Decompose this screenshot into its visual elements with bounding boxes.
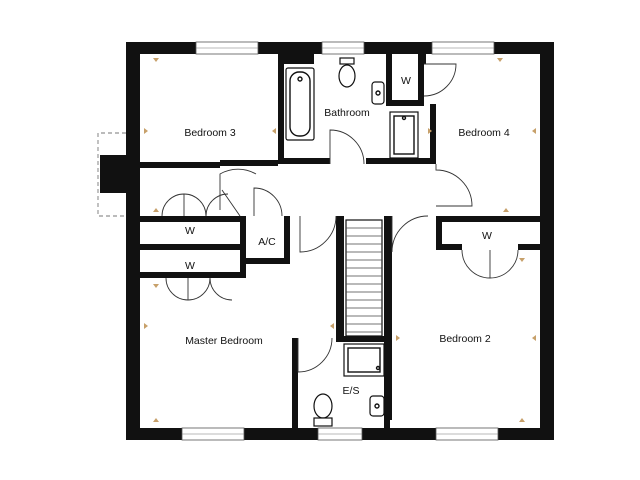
- dimension-marker: [144, 128, 148, 134]
- wall-ac-right: [284, 216, 290, 264]
- dimension-marker: [153, 58, 159, 62]
- wall-stair-left: [336, 216, 344, 342]
- label-bedroom-3: Bedroom 3: [184, 127, 236, 139]
- room-labels: Bedroom 3 Bathroom Bedroom 4 W W W A/C W…: [184, 75, 510, 397]
- wall-bath-left: [278, 42, 284, 164]
- dimension-marker: [153, 284, 159, 288]
- dimension-markers: [144, 58, 536, 422]
- toilet-bathroom: [339, 57, 355, 65]
- label-wardrobe-master: W: [185, 260, 195, 272]
- dimension-marker: [497, 58, 503, 62]
- internal-walls: [138, 42, 546, 428]
- label-master-bedroom: Master Bedroom: [185, 335, 263, 347]
- external-projection-outline: [97, 132, 126, 217]
- dimension-marker: [153, 208, 159, 212]
- basin-ensuite: [369, 395, 385, 417]
- wall-left: [126, 42, 140, 440]
- label-wardrobe-landing: W: [185, 225, 195, 237]
- dimension-marker: [519, 258, 525, 262]
- fixtures: [285, 57, 419, 427]
- label-bathroom: Bathroom: [324, 107, 370, 119]
- dimension-marker: [532, 128, 536, 134]
- label-bedroom-2: Bedroom 2: [439, 333, 491, 345]
- wall-ensuite-left: [292, 338, 298, 428]
- chimney-block: [100, 155, 126, 193]
- shower-ensuite: [343, 343, 385, 377]
- wall-right: [540, 42, 554, 440]
- door-swings: [161, 63, 519, 373]
- dimension-marker: [532, 335, 536, 341]
- windows: [181, 41, 499, 441]
- wall-stair-right: [384, 216, 392, 420]
- dimension-marker: [144, 323, 148, 329]
- label-wardrobe-bedroom-2: W: [482, 230, 492, 242]
- toilet-ensuite: [313, 393, 333, 419]
- wall-bed4-left: [430, 104, 436, 164]
- label-ensuite: E/S: [343, 385, 360, 397]
- basin-bathroom: [371, 81, 385, 105]
- label-wardrobe-bedroom-4: W: [401, 75, 411, 87]
- bath: [285, 67, 315, 141]
- dimension-marker: [153, 418, 159, 422]
- dimension-marker: [519, 418, 525, 422]
- dimension-marker: [396, 335, 400, 341]
- dimension-marker: [503, 208, 509, 212]
- wall-left-wardrobe-top: [138, 216, 244, 222]
- dimension-marker: [330, 323, 334, 329]
- dimension-marker: [272, 128, 276, 134]
- wall-bed2-wardrobe-top: [436, 216, 546, 222]
- label-airing-cupboard: A/C: [258, 236, 276, 248]
- dimension-marker: [428, 128, 432, 134]
- label-bedroom-4: Bedroom 4: [458, 127, 510, 139]
- staircase: [345, 219, 383, 337]
